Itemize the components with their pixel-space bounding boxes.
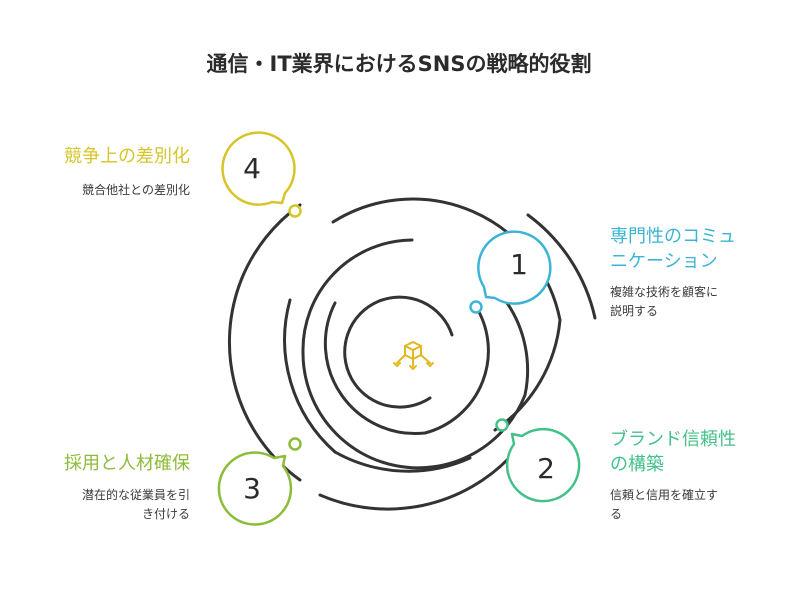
spiral-ring-2-left	[283, 298, 337, 454]
item-3-desc-line1: 潜在的な従業員を引	[81, 488, 190, 502]
page-title: 通信・IT業界におけるSNSの戦略的役割	[206, 52, 592, 76]
item-1-heading: 専門性のコミュ ニケーション	[610, 224, 780, 274]
spiral-ring-5	[343, 295, 454, 409]
item-3-desc-line2: き付ける	[141, 507, 190, 521]
item-2-desc-line2: る	[610, 507, 623, 521]
item-1-desc-line1: 複雑な技術を顧客に	[610, 285, 719, 299]
item-1-heading-line2: ニケーション	[610, 251, 718, 272]
item-3-heading: 採用と人材確保	[64, 453, 190, 474]
bubble-2-number: 2	[537, 452, 555, 485]
connector-dot-3	[288, 437, 302, 451]
bubble-1-number: 1	[510, 248, 528, 281]
item-2-heading-line1: ブランド信頼性	[610, 429, 736, 450]
item-1-desc-line2: 説明する	[610, 304, 659, 318]
bubble-4-number: 4	[243, 152, 261, 185]
spiral-ring-3	[301, 238, 530, 470]
item-3-description: 潜在的な従業員を引 き付ける	[20, 486, 190, 524]
bubble-4: 4	[221, 131, 296, 206]
item-1-heading-line1: 専門性のコミュ	[610, 226, 736, 247]
cube-network-icon	[393, 341, 434, 370]
spiral-ring-outer-bottom	[318, 453, 514, 511]
bubble-3: 3	[217, 451, 293, 526]
item-2-heading-line2: の構築	[610, 454, 664, 475]
bubble-1: 1	[477, 230, 552, 305]
spiral-ring-outer	[526, 213, 597, 320]
connector-dot-2	[495, 418, 509, 432]
item-1-description: 複雑な技術を顧客に 説明する	[610, 283, 780, 321]
item-4-heading: 競争上の差別化	[64, 146, 190, 167]
bubble-3-number: 3	[243, 472, 261, 505]
item-2-description: 信頼と信用を確立す る	[610, 486, 780, 524]
spiral-ring-4	[323, 301, 490, 435]
connector-dot-4	[288, 204, 302, 218]
connector-dot-1	[469, 300, 483, 314]
spiral-rings	[227, 197, 597, 511]
item-2-heading: ブランド信頼性 の構築	[610, 427, 780, 477]
item-2-desc-line1: 信頼と信用を確立す	[610, 488, 719, 502]
spiral-ring-2-bottom	[333, 450, 472, 473]
item-4-description: 競合他社との差別化	[82, 183, 190, 197]
bubble-2: 2	[505, 427, 581, 503]
